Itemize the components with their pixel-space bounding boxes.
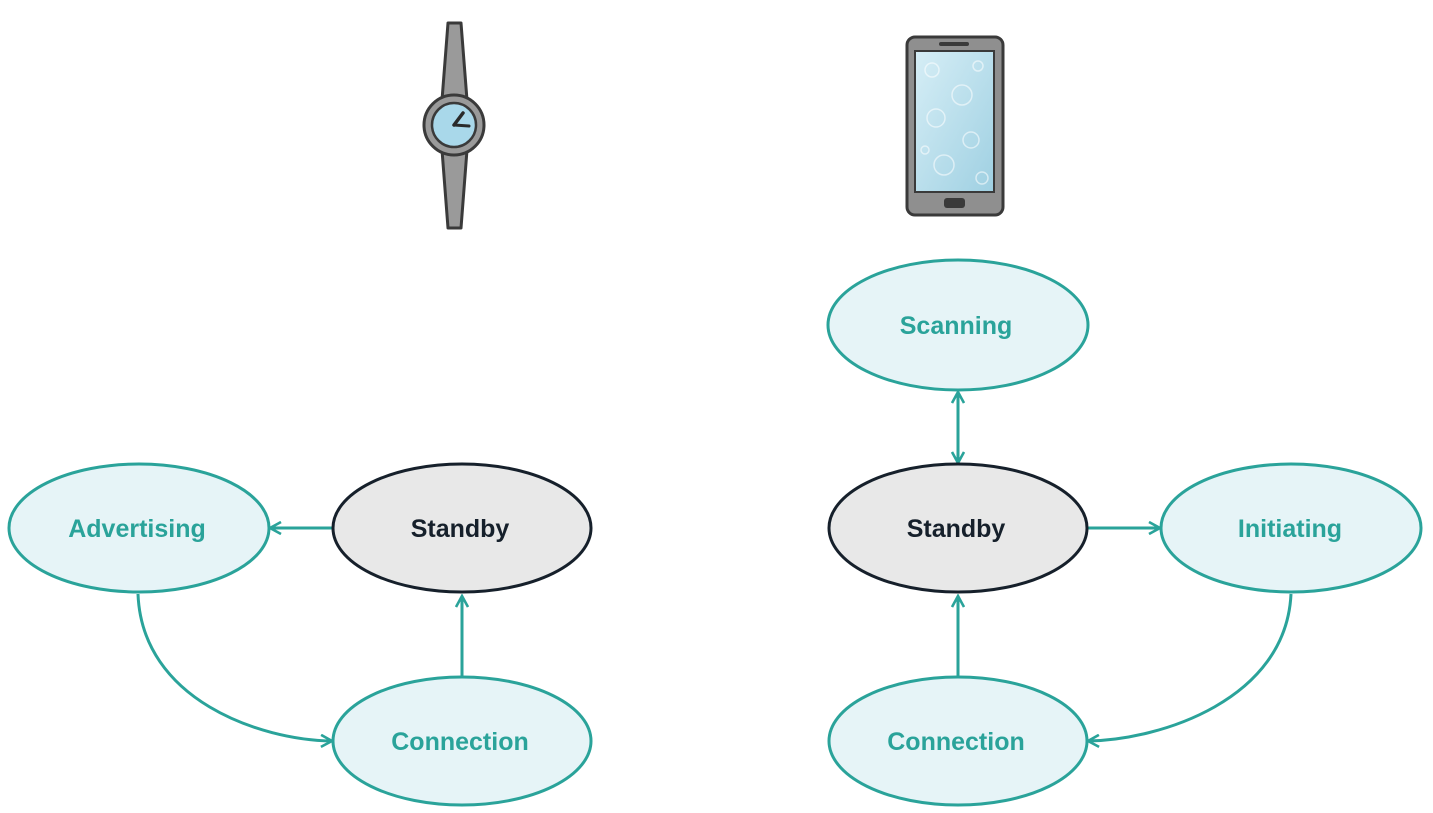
state-standby-left: Standby <box>331 462 593 594</box>
state-label: Connection <box>391 728 529 756</box>
state-connection-left: Connection <box>331 675 593 807</box>
state-connection-right: Connection <box>827 675 1089 807</box>
state-label: Connection <box>887 728 1025 756</box>
smartphone-icon <box>905 35 1005 217</box>
state-label: Advertising <box>68 515 206 543</box>
state-label: Initiating <box>1238 515 1342 543</box>
state-scanning: Scanning <box>826 258 1090 392</box>
left-connectors <box>136 528 462 741</box>
arrow-initiating-to-connection <box>1088 593 1293 741</box>
state-label: Scanning <box>900 312 1013 340</box>
state-standby-right: Standby <box>827 462 1089 594</box>
state-label: Standby <box>907 515 1006 543</box>
arrow-advertising-to-connection <box>136 593 332 741</box>
state-initiating: Initiating <box>1159 462 1423 594</box>
state-advertising: Advertising <box>7 462 271 594</box>
right-connectors <box>958 392 1293 741</box>
state-label: Standby <box>411 515 510 543</box>
wristwatch-icon <box>422 21 486 230</box>
